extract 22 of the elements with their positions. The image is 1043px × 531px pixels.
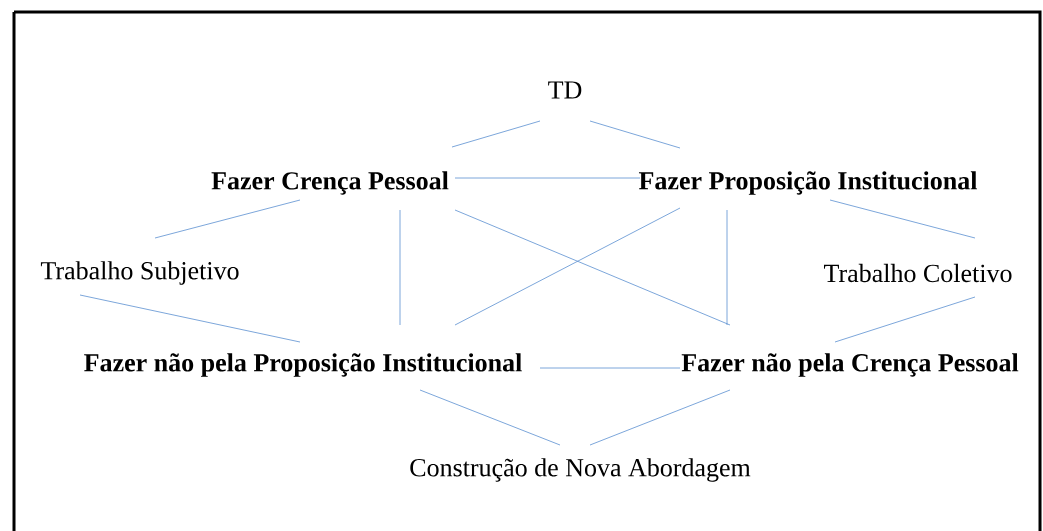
connector-line [454, 177, 641, 179]
connector-line [834, 296, 976, 343]
label-text: TD [548, 81, 582, 99]
connector-line [454, 209, 731, 326]
connector-line [419, 389, 561, 446]
label-text: Construção de Nova Abordagem [410, 458, 751, 482]
connector-line [79, 294, 301, 343]
connector-line [726, 209, 728, 326]
connector-line [589, 120, 681, 149]
connector-line [399, 209, 401, 326]
label-text: Trabalho Coletivo [824, 263, 1012, 283]
connector-line [829, 199, 976, 239]
connector-line [589, 389, 731, 446]
heading-text: Fazer Proposição Institucional [639, 171, 977, 195]
heading-text: Fazer Crença Pessoal [211, 171, 449, 195]
heading-text: Fazer não pela Proposição Institucional [84, 353, 522, 377]
connector-line [454, 207, 681, 326]
connector-line [154, 199, 301, 239]
heading-text: Fazer não pela Crença Pessoal [681, 353, 1019, 377]
label-text: Trabalho Subjetivo [40, 261, 239, 285]
connector-line [539, 367, 681, 369]
connector-line [451, 120, 541, 148]
